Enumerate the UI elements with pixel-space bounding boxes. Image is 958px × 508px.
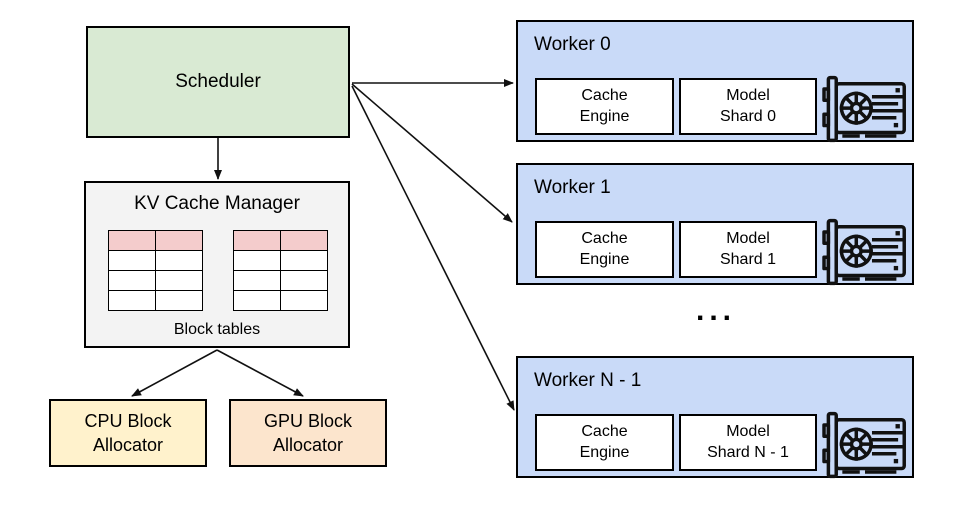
worker-1-box: Worker 1 Cache Engine Model Shard 1 — [516, 163, 914, 286]
cpu-block-allocator-label: CPU Block Allocator — [84, 410, 172, 455]
block-table-cell — [233, 230, 281, 251]
gpu-card-icon — [822, 75, 906, 143]
model-shard-label: Model Shard 0 — [719, 86, 777, 125]
worker-0-box: Worker 0 Cache Engine Model Shard 0 — [516, 20, 914, 143]
block-table-cell — [108, 250, 156, 271]
model-shard-box: Model Shard N - 1 — [679, 414, 817, 471]
scheduler-label: Scheduler — [175, 71, 261, 92]
block-table-cell — [280, 270, 328, 291]
worker-title: Worker 1 — [534, 177, 611, 198]
cpu-block-allocator-box: CPU Block Allocator — [49, 399, 207, 467]
model-shard-label: Model Shard N - 1 — [707, 422, 789, 461]
gpu-block-allocator-label: GPU Block Allocator — [263, 410, 353, 455]
block-table-cell — [155, 270, 203, 291]
cache-engine-label: Cache Engine — [579, 422, 630, 461]
worker-n-1-box: Worker N - 1 Cache Engine Model Shard N … — [516, 356, 914, 479]
block-table — [108, 230, 203, 311]
workers-ellipsis: ... — [695, 294, 736, 327]
kv-cache-manager-box: KV Cache Manager B — [84, 181, 350, 348]
block-table-cell — [108, 230, 156, 251]
block-table-cell — [280, 250, 328, 271]
block-table-cell — [155, 290, 203, 311]
block-table-cell — [233, 250, 281, 271]
block-table-cell — [108, 290, 156, 311]
gpu-block-allocator-box: GPU Block Allocator — [229, 399, 387, 467]
worker-title: Worker 0 — [534, 34, 611, 55]
kv-cache-manager-title: KV Cache Manager — [134, 193, 300, 214]
cache-engine-box: Cache Engine — [535, 221, 674, 278]
block-table-cell — [108, 270, 156, 291]
block-table-cell — [155, 230, 203, 251]
gpu-card-icon — [822, 411, 906, 479]
model-shard-box: Model Shard 1 — [679, 221, 817, 278]
model-shard-label: Model Shard 1 — [719, 229, 777, 268]
block-table-cell — [233, 270, 281, 291]
cache-engine-label: Cache Engine — [579, 86, 630, 125]
block-table — [233, 230, 328, 311]
block-table-cell — [155, 250, 203, 271]
block-table-cell — [233, 290, 281, 311]
block-tables-caption: Block tables — [173, 321, 261, 338]
block-table-cell — [280, 290, 328, 311]
worker-title: Worker N - 1 — [534, 370, 642, 391]
cache-engine-box: Cache Engine — [535, 414, 674, 471]
cache-engine-label: Cache Engine — [579, 229, 630, 268]
block-table-cell — [280, 230, 328, 251]
model-shard-box: Model Shard 0 — [679, 78, 817, 135]
scheduler-box: Scheduler — [86, 26, 350, 138]
cache-engine-box: Cache Engine — [535, 78, 674, 135]
gpu-card-icon — [822, 218, 906, 286]
